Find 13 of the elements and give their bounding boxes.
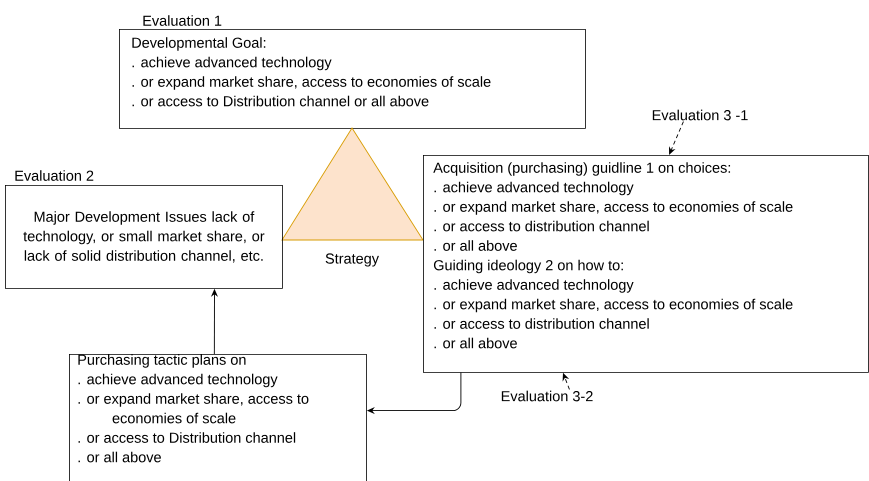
node-label: . or expand market share, access to economies of scale [132, 76, 491, 90]
node-label: . achieve advanced technology [132, 56, 332, 70]
box-heading: Evaluation 2 [15, 170, 94, 181]
evaluation-label: Evaluation 3-2 [502, 390, 593, 402]
text-box: Major Development Issues lack of technology, or small market share, or lack of solid distribution channel, etc. [5, 185, 283, 289]
evaluation-label: Evaluation 3 -1 [652, 110, 748, 120]
text-box: Developmental Goal: . achieve advanced technology . or expand market share, access to economies of scale . or access to Distribution channel or all above [119, 29, 586, 129]
text-box: Acquisition (purchasing) guidline 1 on choices: . achieve advanced technology . or expand market share, access to economies of scale . or access to distribution channel . or all above Guiding ideology 2 on how to: . achieve advanced technology . or expand market share, access to economies of scale . or access to distribution channel . or all above [423, 155, 869, 373]
node-label: Developmental Goal: [132, 37, 266, 51]
caption-text: Strategy [326, 253, 379, 267]
node-label: . or access to Distribution channel or all above [132, 96, 428, 106]
text-box: Purchasing tactic plans on . achieve advanced technology . or expand market share, access to economies of scale . or access to Distribution channel . or all above [69, 354, 367, 481]
box-heading: Evaluation 1 [143, 15, 222, 26]
